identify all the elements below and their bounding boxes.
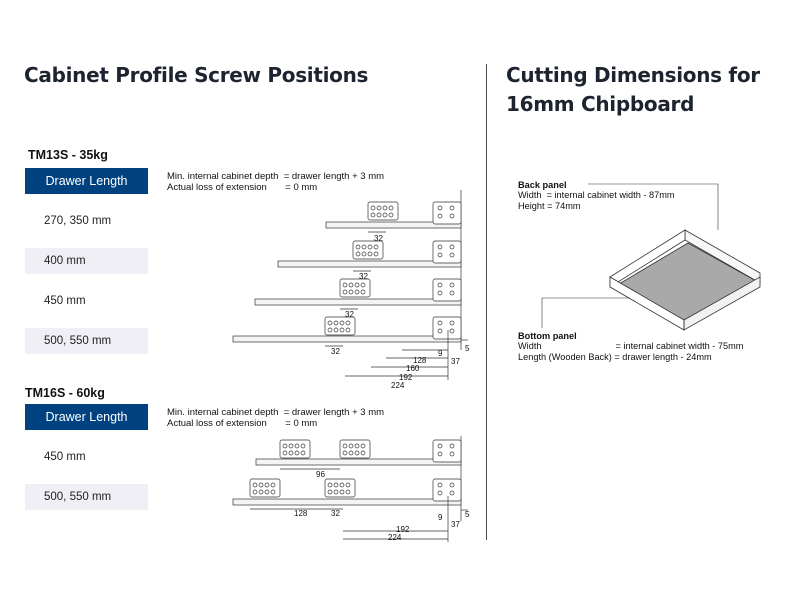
extension-note: Actual loss of extension = 0 mm (167, 418, 318, 429)
bottom-panel-heading: Bottom panel (518, 331, 577, 341)
screw-position-diagram-tm13s: 32 32 32 32 128 160 192 224 9 37 5 (232, 190, 470, 390)
dim-label: 9 (438, 349, 443, 358)
dim-label: 128 (413, 356, 427, 365)
dim-label: 37 (451, 357, 460, 366)
back-panel-width: Width = internal cabinet width - 87mm (518, 190, 675, 200)
dim-label: 32 (345, 310, 354, 319)
bottom-panel-length: Length (Wooden Back) = drawer length - 2… (518, 352, 712, 362)
model-tm16s: TM16S - 60kg (25, 386, 105, 400)
model-tm13s: TM13S - 35kg (28, 148, 108, 162)
dim-label: 32 (359, 272, 368, 281)
table-row: 450 mm (44, 451, 86, 463)
back-panel-heading: Back panel (518, 180, 567, 190)
dim-label: 37 (451, 520, 460, 529)
dim-label: 32 (331, 347, 340, 356)
dim-label: 160 (406, 364, 420, 373)
depth-note: Min. internal cabinet depth = drawer len… (167, 171, 385, 182)
table-row: 270, 350 mm (44, 215, 112, 227)
drawer-length-table-tm16s: Drawer Length 450 mm 500, 550 mm (25, 404, 148, 510)
table-row: 400 mm (25, 248, 148, 274)
drawer-length-table-tm13s: Drawer Length 270, 350 mm 400 mm 450 mm … (25, 168, 148, 354)
dim-label: 9 (438, 513, 443, 522)
table-row: 450 mm (44, 295, 86, 307)
table-row: 500, 550 mm (25, 328, 148, 354)
right-title-line1: Cutting Dimensions for (506, 63, 760, 87)
label-leader-lines (541, 183, 719, 328)
dim-label: 5 (465, 344, 470, 353)
dim-label: 224 (391, 381, 405, 390)
screw-position-diagram-tm16s: 96 128 32 192 224 9 37 5 (232, 436, 470, 542)
table-header: Drawer Length (25, 168, 148, 194)
table-row: 500, 550 mm (25, 484, 148, 510)
column-divider (486, 64, 487, 540)
dim-label: 32 (374, 234, 383, 243)
dim-label: 96 (316, 470, 325, 479)
dim-label: 32 (331, 509, 340, 518)
drawer-isometric-diagram (609, 229, 761, 331)
dim-label: 5 (465, 510, 470, 519)
table-header: Drawer Length (25, 404, 148, 430)
bottom-panel-width: Width = internal cabinet width - 75mm (518, 341, 744, 351)
right-title-line2: 16mm Chipboard (506, 92, 695, 116)
left-title: Cabinet Profile Screw Positions (24, 63, 369, 87)
dim-label: 192 (396, 525, 410, 534)
dim-label: 224 (388, 533, 402, 542)
back-panel-height: Height = 74mm (518, 201, 581, 211)
extension-note: Actual loss of extension = 0 mm (167, 182, 318, 193)
dim-label: 192 (399, 373, 413, 382)
depth-note: Min. internal cabinet depth = drawer len… (167, 407, 385, 418)
dim-label: 128 (294, 509, 308, 518)
